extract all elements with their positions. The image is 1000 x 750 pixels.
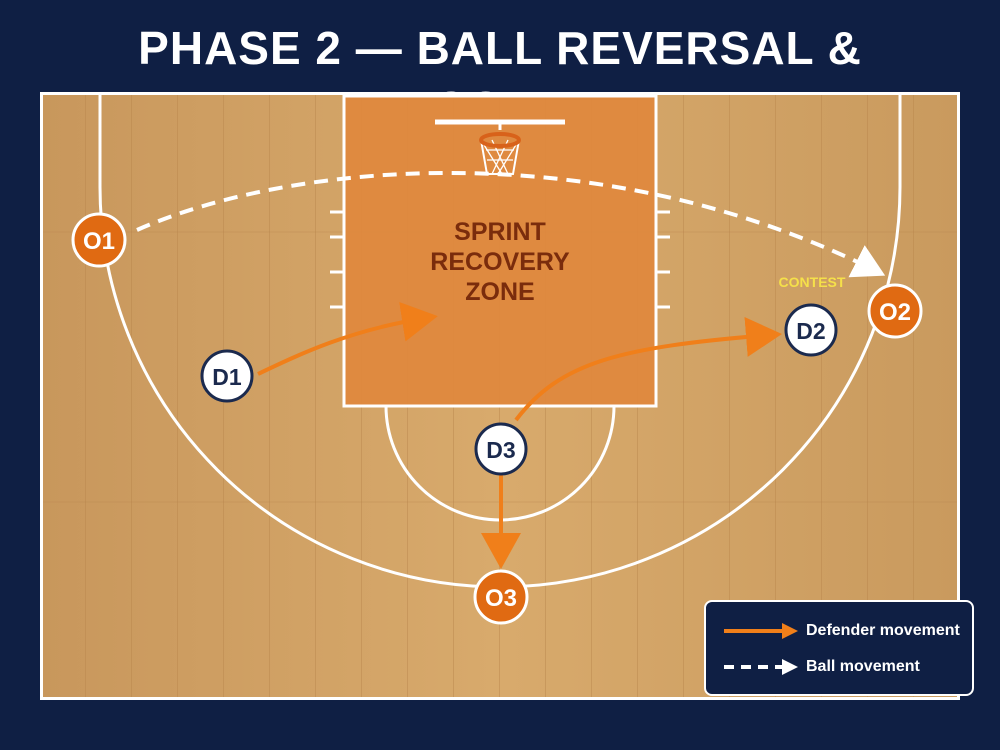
court-diagram: SPRINT RECOVERY ZONE CONTEST O1 O2 O3 D1 (40, 92, 960, 700)
basketball-court: SPRINT RECOVERY ZONE CONTEST O1 O2 O3 D1 (40, 92, 960, 700)
zone-label-line-1: SPRINT (454, 218, 546, 246)
orange-arrow-icon (724, 623, 798, 639)
player-d2-label: D2 (796, 318, 825, 344)
player-d3[interactable]: D3 (474, 422, 528, 476)
zone-label-line-2: RECOVERY (430, 248, 570, 276)
contest-label: CONTEST (779, 274, 846, 290)
player-o2-label: O2 (879, 299, 911, 326)
d2-movement-arrow (514, 316, 782, 422)
legend-defender-label: Defender movement (806, 622, 960, 639)
player-d1[interactable]: D1 (200, 349, 254, 403)
legend-ball-row: Ball movement (706, 652, 972, 682)
ball-movement-arrow (136, 170, 886, 278)
player-d1-label: D1 (212, 364, 242, 390)
zone-label-line-3: ZONE (465, 278, 534, 306)
d1-movement-arrow (257, 301, 438, 376)
player-d3-label: D3 (486, 437, 515, 463)
court-boundary (40, 92, 960, 700)
player-d2[interactable]: D2 (784, 303, 838, 357)
player-o3[interactable]: O3 (473, 569, 529, 625)
dashed-white-arrow-icon (724, 659, 798, 675)
legend-ball-label: Ball movement (806, 658, 920, 675)
legend-defender-row: Defender movement (706, 616, 972, 646)
player-o1-label: O1 (83, 228, 115, 255)
player-o3-label: O3 (485, 585, 517, 612)
player-o2[interactable]: O2 (867, 283, 923, 339)
legend: Defender movement Ball movement (704, 600, 974, 696)
lane-hash-marks (330, 210, 670, 309)
player-o1[interactable]: O1 (71, 212, 127, 268)
